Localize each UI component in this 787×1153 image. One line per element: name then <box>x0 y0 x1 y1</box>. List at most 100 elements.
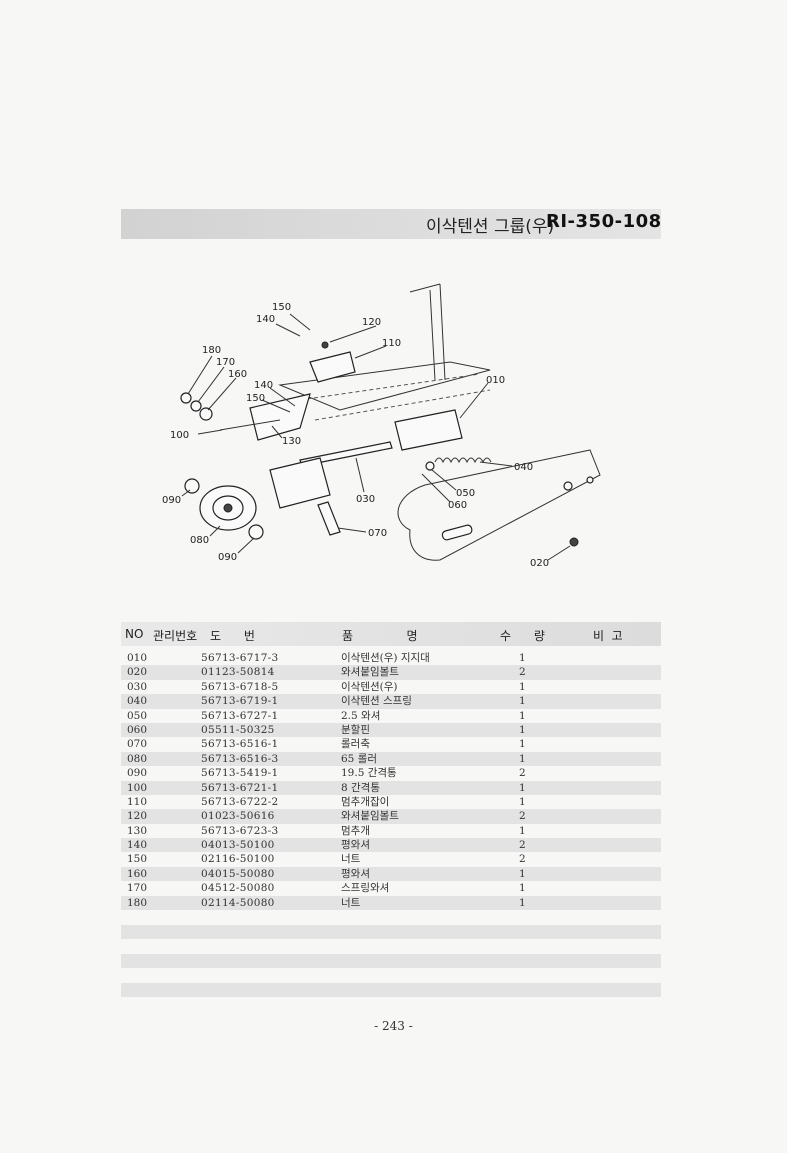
row-drawing-no: 56713-6516-3 <box>201 752 279 765</box>
row-qty: 1 <box>519 738 526 751</box>
row-qty: 1 <box>519 723 526 736</box>
part-100-bolt <box>219 419 281 431</box>
row-drawing-no: 56713-6721-1 <box>201 781 279 794</box>
row-part-name: 8 간격통 <box>341 781 380 794</box>
row-no: 030 <box>127 680 148 693</box>
row-drawing-no: 56713-6718-5 <box>201 680 279 693</box>
row-no: 150 <box>127 853 148 866</box>
row-no: 100 <box>127 781 148 794</box>
frame-arm <box>278 361 491 411</box>
row-drawing-no: 02114-50080 <box>201 896 275 909</box>
table-row: 140 04013-50100 평와셔 2 <box>121 838 661 853</box>
row-no: 140 <box>127 839 148 852</box>
row-qty: 1 <box>519 896 526 909</box>
chain-case <box>397 449 601 561</box>
row-no: 060 <box>127 723 148 736</box>
row-part-name: 2.5 와셔 <box>341 709 381 722</box>
row-drawing-no: 01023-50616 <box>201 810 275 823</box>
callout-030: 030 <box>356 494 375 505</box>
part-090-spacer-bottom <box>248 524 264 540</box>
callout-050: 050 <box>456 488 475 499</box>
table-row: 030 56713-6718-5 이삭텐션(우) 1 <box>121 680 661 694</box>
table-row: 180 02114-50080 너트 1 <box>121 895 661 911</box>
callout-010: 010 <box>486 375 505 386</box>
row-qty: 2 <box>519 853 526 866</box>
row-qty: 2 <box>519 839 526 852</box>
row-no: 040 <box>127 695 148 708</box>
part-020-bolt <box>569 537 579 547</box>
col-mgmt-no: 관리번호 <box>153 629 198 643</box>
row-drawing-no: 02116-50100 <box>201 853 275 866</box>
case-hole-1 <box>563 481 573 491</box>
row-no: 070 <box>127 738 148 751</box>
exploded-parts-diagram: 150 140 120 110 180 170 160 140 150 010 … <box>162 283 601 569</box>
row-part-name: 19.5 간격통 <box>341 767 397 780</box>
row-part-name: 와셔붙임볼트 <box>341 666 399 679</box>
row-no: 110 <box>127 795 148 808</box>
callout-180: 180 <box>202 345 221 356</box>
row-qty: 1 <box>519 680 526 693</box>
row-no: 090 <box>127 767 148 780</box>
callout-150-mid: 150 <box>246 393 265 404</box>
row-part-name: 너트 <box>341 896 361 909</box>
row-qty: 1 <box>519 695 526 708</box>
row-qty: 1 <box>519 781 526 794</box>
row-no: 180 <box>127 896 148 909</box>
row-no: 160 <box>127 867 148 880</box>
row-qty: 2 <box>519 666 526 679</box>
group-code: RI-350-108 <box>546 211 662 232</box>
row-drawing-no: 56713-6516-1 <box>201 738 279 751</box>
row-part-name: 분할핀 <box>341 723 370 736</box>
row-part-name: 평와셔 <box>341 839 370 852</box>
row-part-name: 65 롤러 <box>341 752 378 765</box>
col-qty: 수 량 <box>500 629 545 643</box>
row-drawing-no: 56713-5419-1 <box>201 767 279 780</box>
blank-row-band-3 <box>121 983 661 997</box>
col-remark: 비 고 <box>593 629 623 643</box>
title-bar <box>121 209 661 239</box>
part-040-spring <box>434 457 492 464</box>
callout-140-mid: 140 <box>254 380 273 391</box>
callout-160: 160 <box>228 369 247 380</box>
chain-case-slot <box>441 524 473 541</box>
callout-130: 130 <box>282 436 301 447</box>
callout-040: 040 <box>514 462 533 473</box>
part-080-hub <box>223 503 233 513</box>
part-050-washer <box>425 461 435 471</box>
callout-150-top: 150 <box>272 302 291 313</box>
callout-090-bottom: 090 <box>218 552 237 563</box>
part-090-spacer-top <box>184 478 200 494</box>
callout-020: 020 <box>530 558 549 569</box>
row-drawing-no: 04013-50100 <box>201 839 275 852</box>
part-170-washer <box>190 400 202 412</box>
blank-row-band-1 <box>121 925 661 939</box>
table-row: 100 56713-6721-1 8 간격통 1 <box>121 780 661 795</box>
callout-080: 080 <box>190 535 209 546</box>
row-qty: 1 <box>519 824 526 837</box>
row-qty: 2 <box>519 810 526 823</box>
row-no: 050 <box>127 709 148 722</box>
row-qty: 1 <box>519 752 526 765</box>
row-drawing-no: 56713-6722-2 <box>201 795 279 808</box>
part-030-arm <box>269 457 331 509</box>
row-drawing-no: 05511-50325 <box>201 723 275 736</box>
row-part-name: 이삭텐션(우) <box>341 680 398 693</box>
part-160-washer <box>199 407 213 421</box>
group-title: 이삭텐션 그룹(우) <box>426 217 555 237</box>
table-row: 060 05511-50325 분할핀 1 <box>121 722 661 738</box>
row-part-name: 멈추개잡이 <box>341 795 390 808</box>
row-drawing-no: 01123-50814 <box>201 666 275 679</box>
callout-140-top: 140 <box>256 314 275 325</box>
callout-070: 070 <box>368 528 387 539</box>
row-qty: 1 <box>519 652 526 664</box>
row-no: 130 <box>127 824 148 837</box>
callout-060: 060 <box>448 500 467 511</box>
row-qty: 1 <box>519 882 526 895</box>
